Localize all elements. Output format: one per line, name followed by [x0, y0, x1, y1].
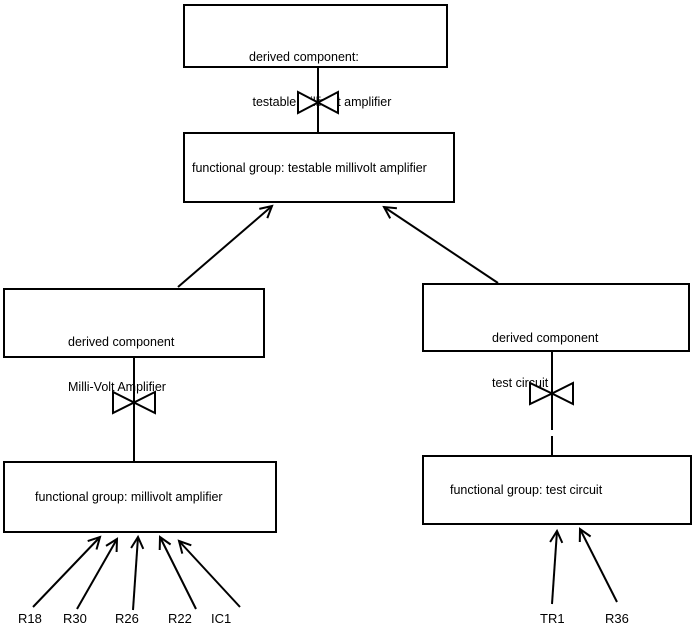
node-fg-testable-label: functional group: testable millivolt amp…: [192, 160, 427, 175]
node-fg-test-label: functional group: test circuit: [450, 483, 603, 497]
node-derived-testable-line2: testable millivolt amplifier: [249, 95, 392, 109]
arrow-test-circuit-to-fg-testable: [384, 207, 498, 283]
node-derived-milli-volt-amplifier: derived component Milli-Volt Amplifier: [3, 288, 265, 394]
arrow-mv-amplifier-to-fg-testable: [178, 206, 272, 287]
component-label-r36: R36: [605, 611, 629, 626]
arrow-tr1: [550, 531, 562, 604]
component-label-r18: R18: [18, 611, 42, 626]
component-label-tr1: TR1: [540, 611, 565, 626]
node-derived-test-circuit: derived component test circuit: [422, 283, 690, 390]
arrow-r18: [33, 537, 100, 607]
node-functional-group-test-circuit: functional group: test circuit: [422, 455, 692, 525]
node-derived-mv-line1: derived component: [68, 335, 175, 349]
arrow-r30: [77, 539, 117, 609]
component-label-ic1: IC1: [211, 611, 232, 626]
arrow-ic1: [179, 541, 240, 607]
node-derived-testable-line1: derived component:: [249, 50, 359, 64]
node-derived-test-line1: derived component: [492, 331, 599, 345]
component-label-r26: R26: [115, 611, 139, 626]
component-label-r30: R30: [63, 611, 87, 626]
arrow-r26: [131, 537, 143, 610]
arrow-r22: [160, 537, 196, 609]
node-functional-group-millivolt-amplifier: functional group: millivolt amplifier: [3, 461, 277, 533]
component-label-r22: R22: [168, 611, 192, 626]
arrow-r36: [580, 529, 617, 602]
node-derived-test-line2: test circuit: [492, 376, 549, 390]
node-functional-group-testable-millivolt-amplifier: functional group: testable millivolt amp…: [183, 132, 455, 203]
node-derived-mv-line2: Milli-Volt Amplifier: [68, 380, 166, 394]
node-fg-mv-label: functional group: millivolt amplifier: [35, 490, 223, 504]
node-derived-testable-millivolt-amplifier: derived component: testable millivolt am…: [183, 4, 448, 109]
